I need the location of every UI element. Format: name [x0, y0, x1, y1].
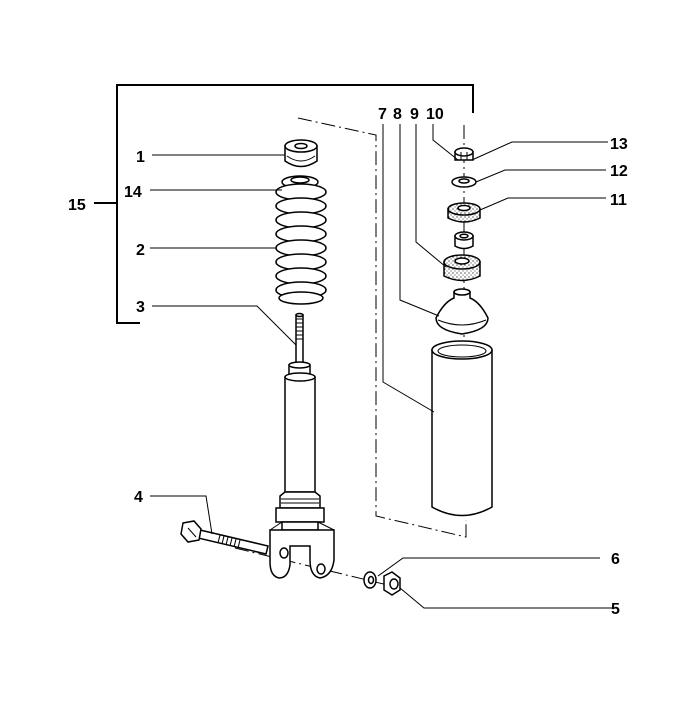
- mount-cup-part-8: [435, 288, 489, 335]
- rubber-bush-part-11: [447, 202, 481, 223]
- callout-9: 9: [410, 106, 419, 123]
- callout-14: 14: [124, 184, 142, 201]
- callout-8: 8: [393, 106, 402, 123]
- callout-15: 15: [68, 197, 86, 214]
- bump-stop-part-1: [284, 139, 318, 168]
- callout-3: 3: [136, 299, 145, 316]
- callout-1: 1: [136, 149, 145, 166]
- callout-13: 13: [610, 136, 628, 153]
- washer-part-12: [451, 176, 477, 188]
- callout-7: 7: [378, 106, 387, 123]
- callout-10: 10: [426, 106, 444, 123]
- callout-6: 6: [611, 551, 620, 568]
- dust-cover-part-7: [431, 340, 493, 517]
- coil-spring-part-2: [275, 183, 327, 305]
- callout-5: 5: [611, 601, 620, 618]
- spacer-part-10: [454, 231, 474, 250]
- top-nut-part-13: [454, 147, 474, 161]
- rubber-bush-part-9: [443, 254, 481, 282]
- bolt-part-4: [180, 520, 269, 555]
- callout-11: 11: [610, 192, 627, 209]
- callout-2: 2: [136, 242, 145, 259]
- washer-part-6: [363, 571, 377, 589]
- nut-part-5: [383, 571, 401, 596]
- assembly-bracket: [94, 84, 474, 324]
- leader-lines: [150, 124, 612, 609]
- shock-absorber-part-3: [269, 312, 335, 579]
- callout-labels: 1 14 2 3 15 4 6 5 7 8 9 10 13 12 11: [68, 106, 628, 618]
- callout-12: 12: [610, 163, 628, 180]
- callout-4: 4: [134, 489, 143, 506]
